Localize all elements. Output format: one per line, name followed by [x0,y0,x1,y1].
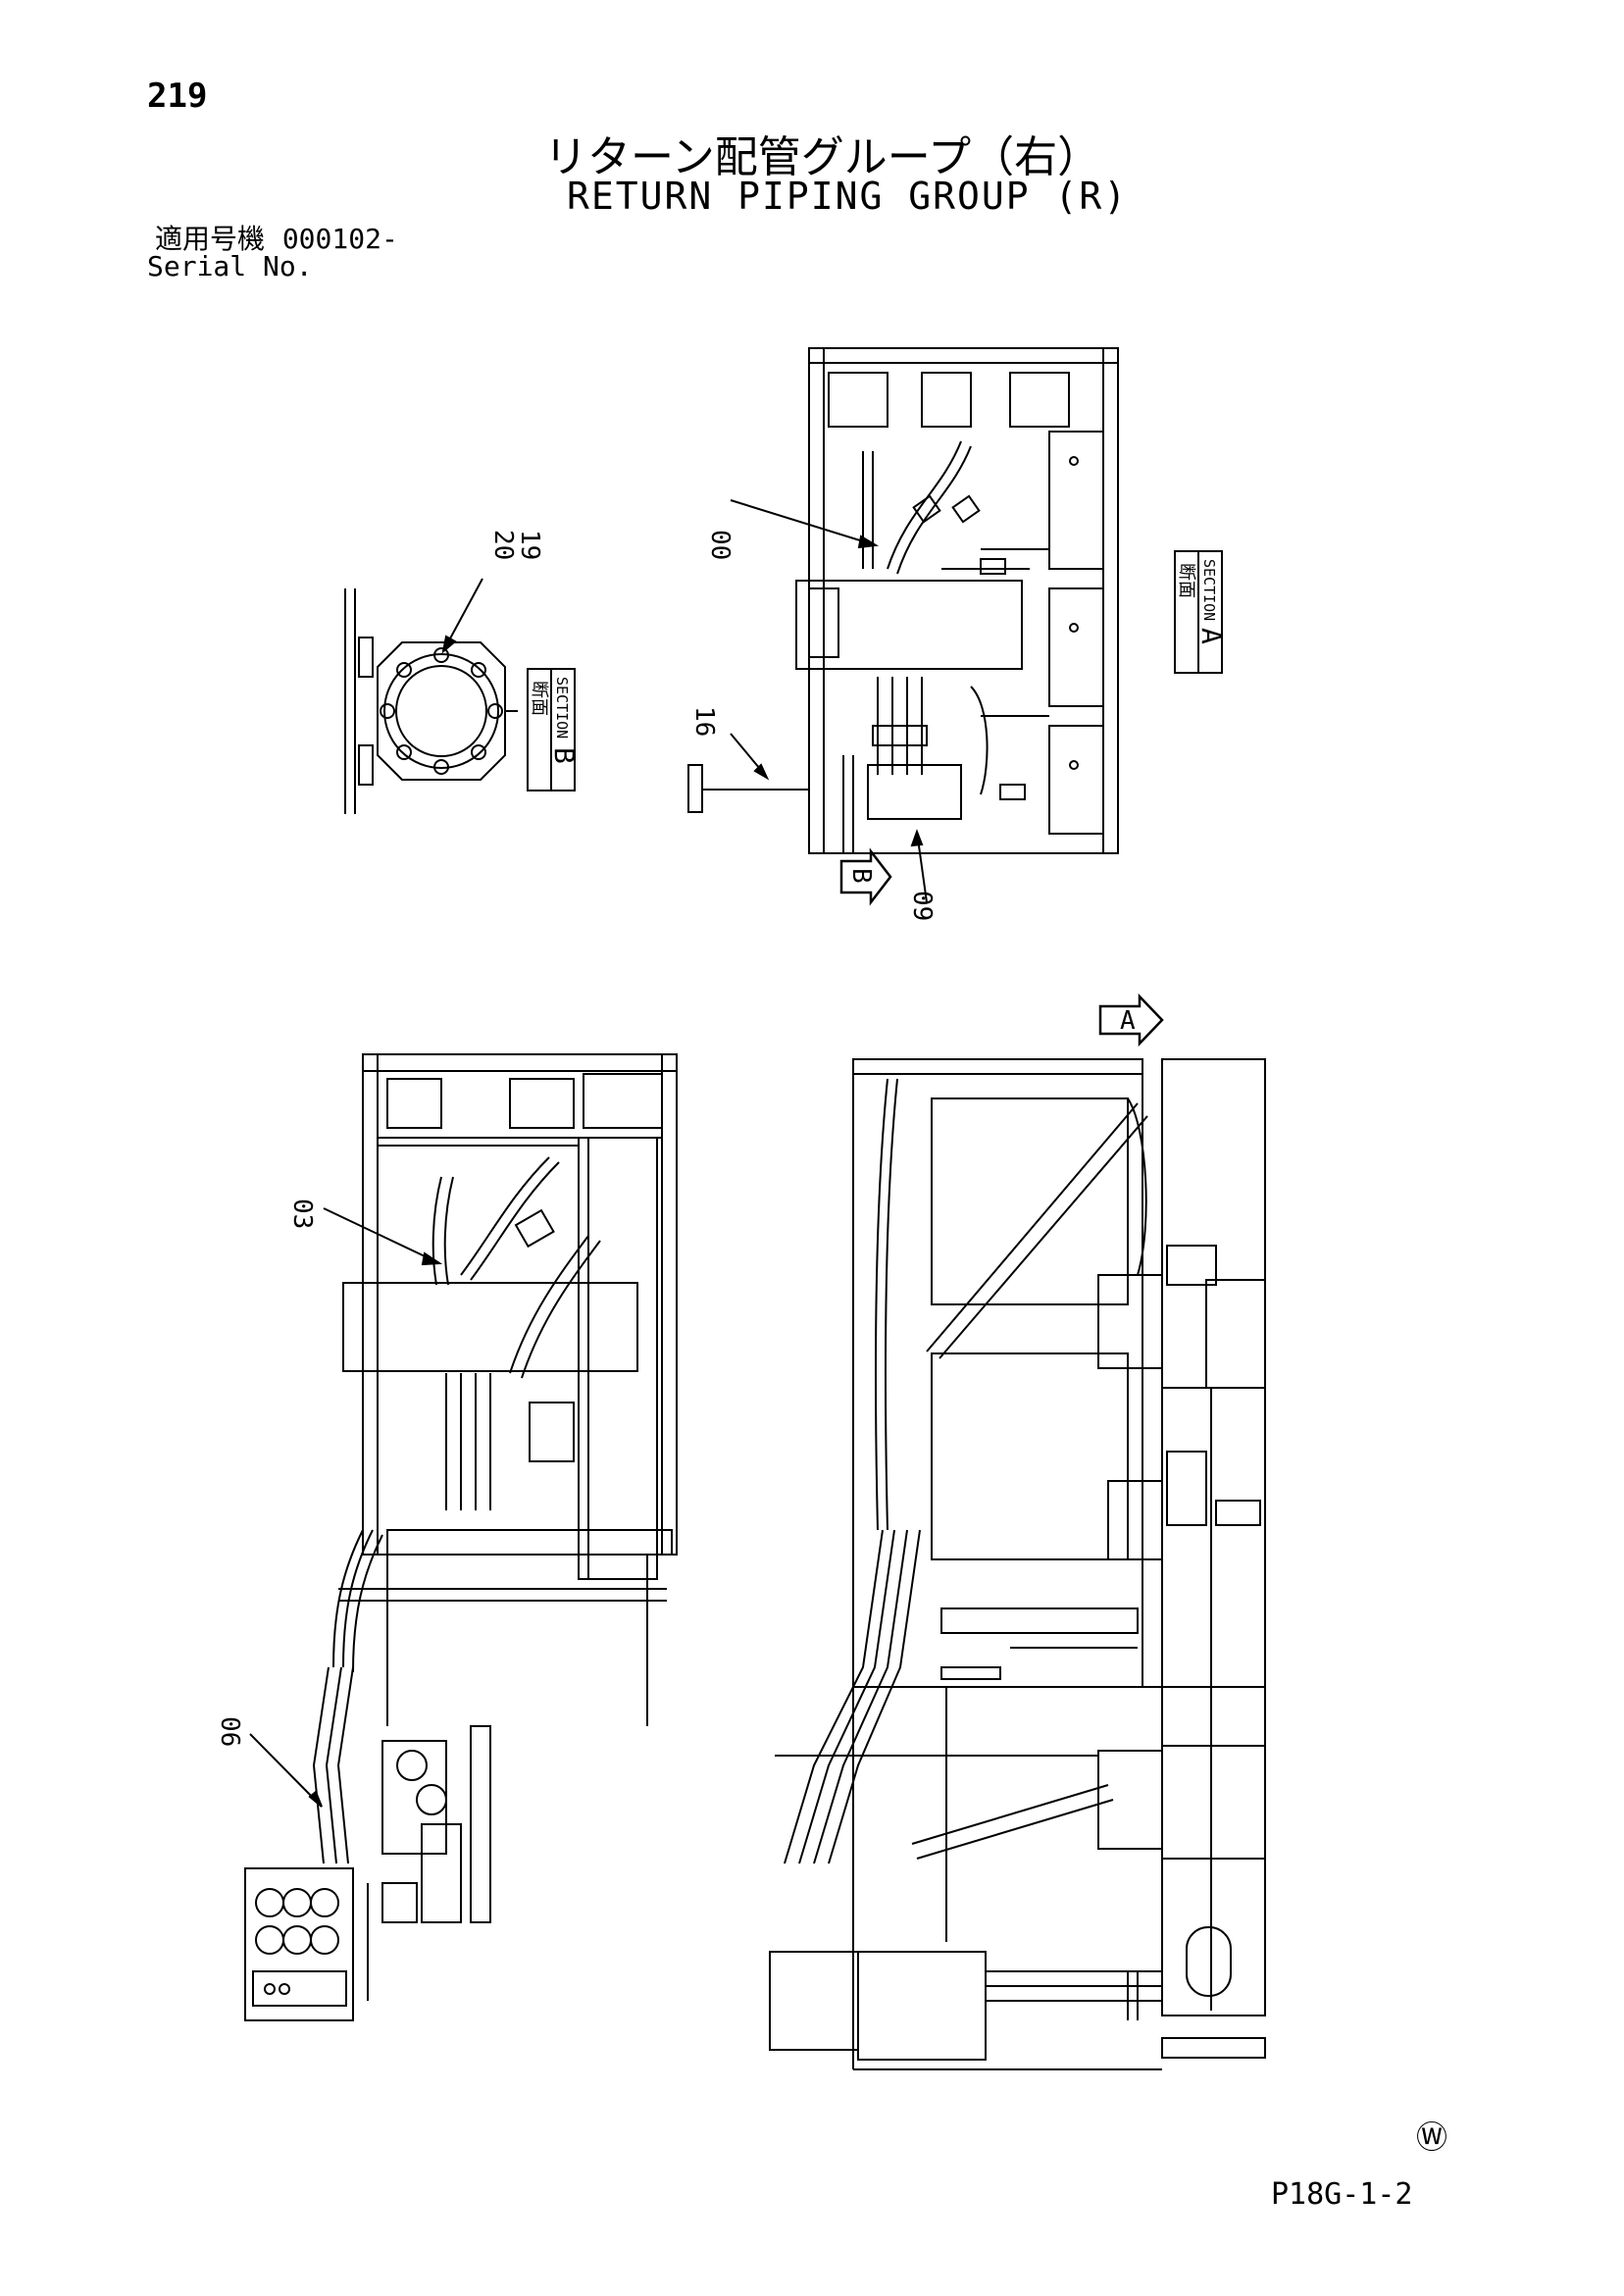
callout-20-label: 20 [488,530,518,560]
section-b-jp: 断面 [529,681,549,716]
callout-16-label: 16 [689,706,719,737]
section-a-letter: A [1195,628,1228,644]
view-arrow-b [839,847,892,906]
callout-09-label: 09 [907,891,937,921]
view-arrow-a [1098,993,1164,1047]
view-arrow-a-label: A [1120,1006,1136,1036]
callout-03 [323,1207,443,1266]
callout-06-label: 06 [215,1716,244,1747]
callout-06 [249,1733,323,1808]
serial-number-label-english: Serial No. [147,250,313,282]
section-a-en: SECTION [1200,559,1218,621]
view-arrow-b-label: B [846,868,876,884]
page-number: 219 [147,77,208,116]
section-b-detail [344,588,518,814]
callout-19-label: 19 [515,530,544,560]
drawing-code: P18G-1-2 [1271,2177,1413,2212]
page-title-english: RETURN PIPING GROUP (R) [567,175,1129,218]
callout-00 [730,499,880,549]
section-a-jp: 断面 [1176,563,1196,598]
callout-19-20 [441,578,483,654]
section-b-letter: B [548,747,581,764]
section-b-en: SECTION [553,677,571,739]
bottom-right-assembly [769,1058,1266,2070]
callout-09 [910,829,928,903]
serial-number-label-japanese: 適用号機 000102- [155,218,398,257]
callout-00-label: 00 [705,530,735,560]
page-title-japanese: リターン配管グループ（右） [544,132,1101,182]
bottom-left-assembly [244,1053,678,2021]
section-a-box: 断面 SECTION A [1174,550,1228,674]
callout-16 [730,733,770,781]
watermark-symbol: Ⓦ [1416,2118,1448,2156]
top-view-assembly [687,347,1119,854]
callout-03-label: 03 [287,1199,317,1229]
serial-value: 000102- [281,223,398,255]
serial-label-jp: 適用号機 [155,223,266,255]
section-b-box: 断面 SECTION B [527,668,581,791]
